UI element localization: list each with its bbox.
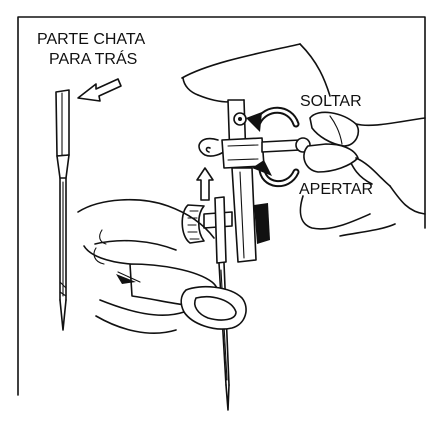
left-hand-illustration <box>77 198 247 334</box>
insert-upward-arrow <box>196 167 214 201</box>
loosen-label: SOLTAR <box>300 93 362 110</box>
flat-side-label-line2: PARA TRÁS <box>49 49 137 68</box>
flat-side-pointer-arrow <box>77 78 122 102</box>
loosen-rotation-arrow <box>246 106 300 132</box>
flat-side-label-line1: PARTE CHATA <box>37 31 145 48</box>
right-hand-illustration <box>299 111 426 237</box>
tighten-label: APERTAR <box>299 181 373 198</box>
figure-frame <box>17 16 426 396</box>
needle-clamp-mechanism <box>181 99 311 263</box>
tighten-rotation-arrow <box>252 160 300 188</box>
needle-illustration <box>55 89 70 331</box>
